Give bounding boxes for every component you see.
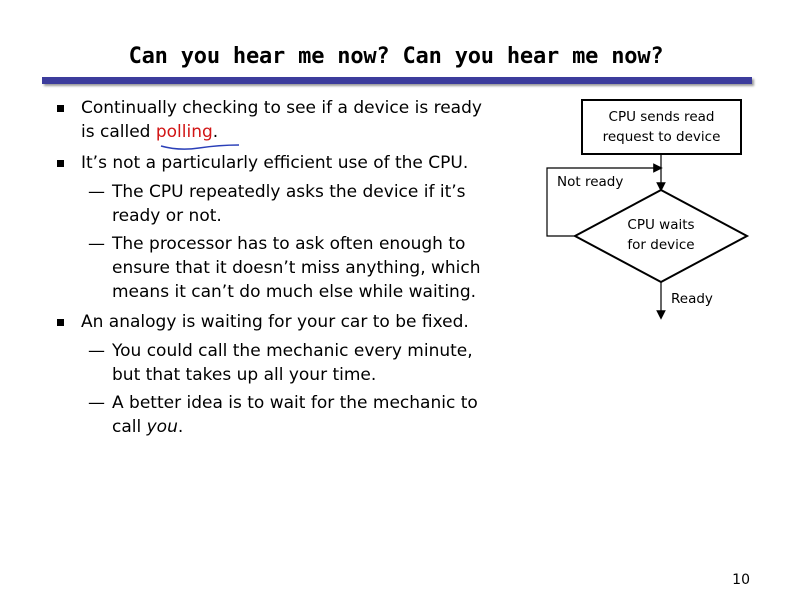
sub-bullet-text: The processor has to ask often enough to: [112, 234, 466, 254]
title-rule: [42, 77, 752, 84]
bullet-item: Continually checking to see if a device …: [57, 96, 521, 144]
not-ready-loop-arrow: [546, 163, 663, 237]
slide-title: Can you hear me now? Can you hear me now…: [128, 44, 664, 69]
sub-bullet-text: means it can’t do much else while waitin…: [112, 282, 477, 302]
sub-bullet-text: call: [112, 417, 147, 437]
bullet-text: Continually checking to see if a device …: [81, 98, 482, 118]
sub-bullet-text: but that takes up all your time.: [112, 365, 377, 385]
sub-bullet-item: A better idea is to wait for the mechani…: [88, 391, 522, 439]
sub-bullet-text: .: [177, 417, 184, 437]
sub-bullet-text: The CPU repeatedly asks the device if it…: [112, 182, 466, 202]
squiggle-underline: [160, 144, 240, 150]
bullet-item: An analogy is waiting for your car to be…: [57, 310, 521, 334]
bullet-text: An analogy is waiting for your car to be…: [81, 312, 469, 332]
bullet-item: It’s not a particularly efficient use of…: [57, 151, 521, 175]
sub-bullet-text: ready or not.: [112, 206, 222, 226]
cpu-read-box: [581, 99, 742, 155]
sub-bullet-item: The processor has to ask often enough to…: [88, 232, 522, 304]
bullet-text: is called: [81, 122, 156, 142]
emphasis-you: you: [146, 417, 178, 437]
bullet-text: .: [212, 122, 219, 142]
diamond-line2: for device: [627, 237, 694, 253]
diamond-line1: CPU waits: [627, 217, 694, 233]
sub-bullet-text: You could call the mechanic every minute…: [112, 341, 473, 361]
cpu-waits-diamond: [572, 188, 750, 284]
bullet-text: It’s not a particularly efficient use of…: [81, 153, 469, 173]
not-ready-label: Not ready: [557, 174, 623, 190]
sub-bullet-item: You could call the mechanic every minute…: [88, 339, 522, 387]
sub-bullet-item: The CPU repeatedly asks the device if it…: [88, 180, 522, 228]
page-number: 10: [732, 572, 750, 588]
cpu-read-box-line2: request to device: [603, 129, 721, 145]
sub-bullet-text: A better idea is to wait for the mechani…: [112, 393, 478, 413]
sub-bullet-text: ensure that it doesn’t miss anything, wh…: [112, 258, 481, 278]
polling-term: polling: [155, 122, 213, 142]
ready-label: Ready: [671, 291, 713, 307]
cpu-read-box-line1: CPU sends read: [609, 109, 715, 125]
